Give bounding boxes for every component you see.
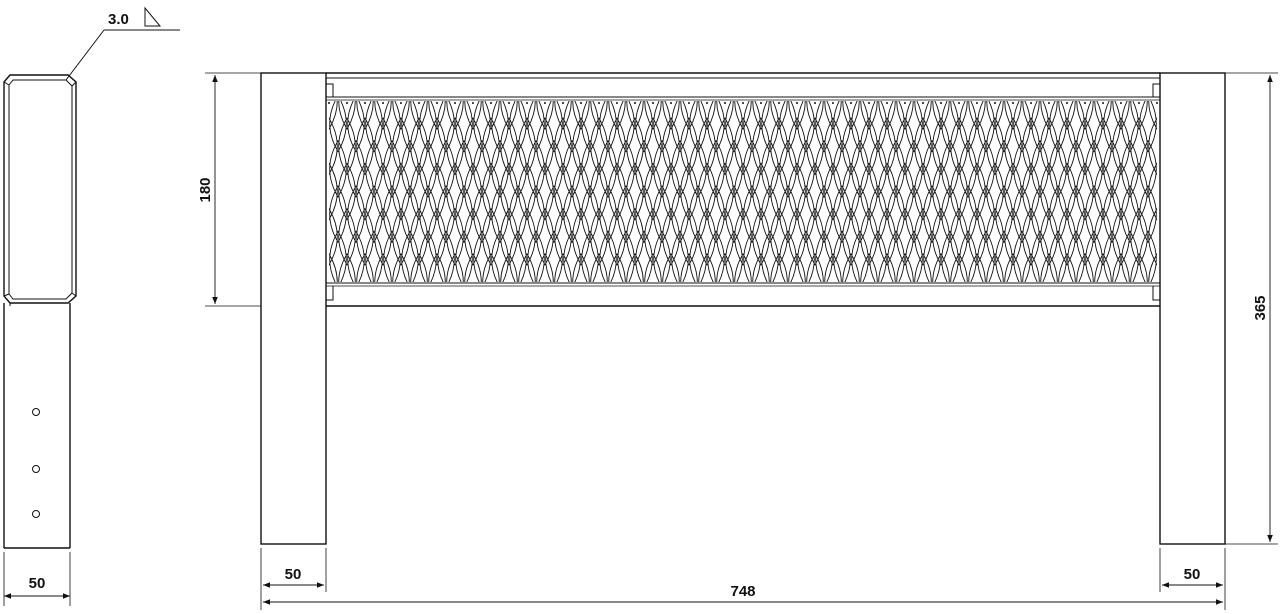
weld-note-label: 3.0: [108, 11, 129, 28]
pattern-dot: [418, 102, 420, 104]
pattern-dot: [598, 102, 600, 104]
mounting-holes: [32, 408, 40, 518]
perforated-pattern: [328, 101, 1158, 282]
bottom-dimensions: 50 50 748: [260, 548, 1226, 610]
panel-frame: [326, 72, 1160, 307]
pattern-dot: [868, 102, 870, 104]
pattern-dot: [364, 102, 366, 104]
lens-perforations: [329, 101, 1157, 282]
right-post-width-label: 50: [1184, 566, 1201, 583]
overall-width-label: 748: [730, 583, 755, 600]
pattern-dot: [1138, 102, 1140, 104]
pattern-dot: [886, 102, 888, 104]
mounting-hole: [32, 408, 40, 416]
weld-symbol: 3.0: [65, 6, 180, 81]
pattern-dot: [454, 102, 456, 104]
pattern-dot: [490, 102, 492, 104]
pattern-dot: [1102, 102, 1104, 104]
panel-height-dimension: 180: [197, 72, 261, 307]
overall-height-label: 365: [1252, 295, 1269, 320]
pattern-dot: [670, 102, 672, 104]
pattern-dot: [346, 102, 348, 104]
pattern-dot: [544, 102, 546, 104]
pattern-dot: [436, 102, 438, 104]
pattern-dot: [1084, 102, 1086, 104]
pattern-dot: [940, 102, 942, 104]
mounting-hole: [32, 510, 40, 518]
pattern-dot: [994, 102, 996, 104]
pattern-dot: [1048, 102, 1050, 104]
pattern-dot: [814, 102, 816, 104]
pattern-dot: [796, 102, 798, 104]
left-post: [260, 72, 327, 545]
pattern-dot: [1120, 102, 1122, 104]
overall-height-dimension: 365: [1225, 72, 1278, 545]
pattern-dot: [850, 102, 852, 104]
panel-height-label: 180: [197, 177, 214, 202]
pattern-dot: [1030, 102, 1032, 104]
pattern-dot: [328, 102, 330, 104]
pattern-dot: [688, 102, 690, 104]
pattern-dot: [832, 102, 834, 104]
side-width-label: 50: [29, 575, 46, 592]
pattern-dot: [1156, 102, 1158, 104]
pattern-dot: [400, 102, 402, 104]
pattern-dot: [652, 102, 654, 104]
pattern-dot: [742, 102, 744, 104]
pattern-dot: [508, 102, 510, 104]
pattern-dot: [922, 102, 924, 104]
pattern-dot: [706, 102, 708, 104]
side-width-dimension: 50: [3, 552, 71, 606]
left-post-width-label: 50: [285, 566, 302, 583]
pattern-dot: [760, 102, 762, 104]
pattern-dot: [616, 102, 618, 104]
right-post: [1159, 72, 1226, 545]
pattern-dot: [904, 102, 906, 104]
side-profile-box: [3, 74, 77, 304]
pattern-dot: [1012, 102, 1014, 104]
pattern-dot: [724, 102, 726, 104]
side-view: 3.0 50: [3, 6, 180, 606]
pattern-dot: [634, 102, 636, 104]
pattern-dot: [976, 102, 978, 104]
pattern-dot: [526, 102, 528, 104]
pattern-dot: [472, 102, 474, 104]
mounting-hole: [32, 465, 40, 473]
pattern-dot: [958, 102, 960, 104]
pattern-dot: [778, 102, 780, 104]
pattern-dot: [562, 102, 564, 104]
front-view: 180 365 50 50 748: [197, 72, 1278, 610]
side-post: [3, 303, 71, 549]
pattern-dot: [382, 102, 384, 104]
pattern-dot: [580, 102, 582, 104]
pattern-dot: [1066, 102, 1068, 104]
